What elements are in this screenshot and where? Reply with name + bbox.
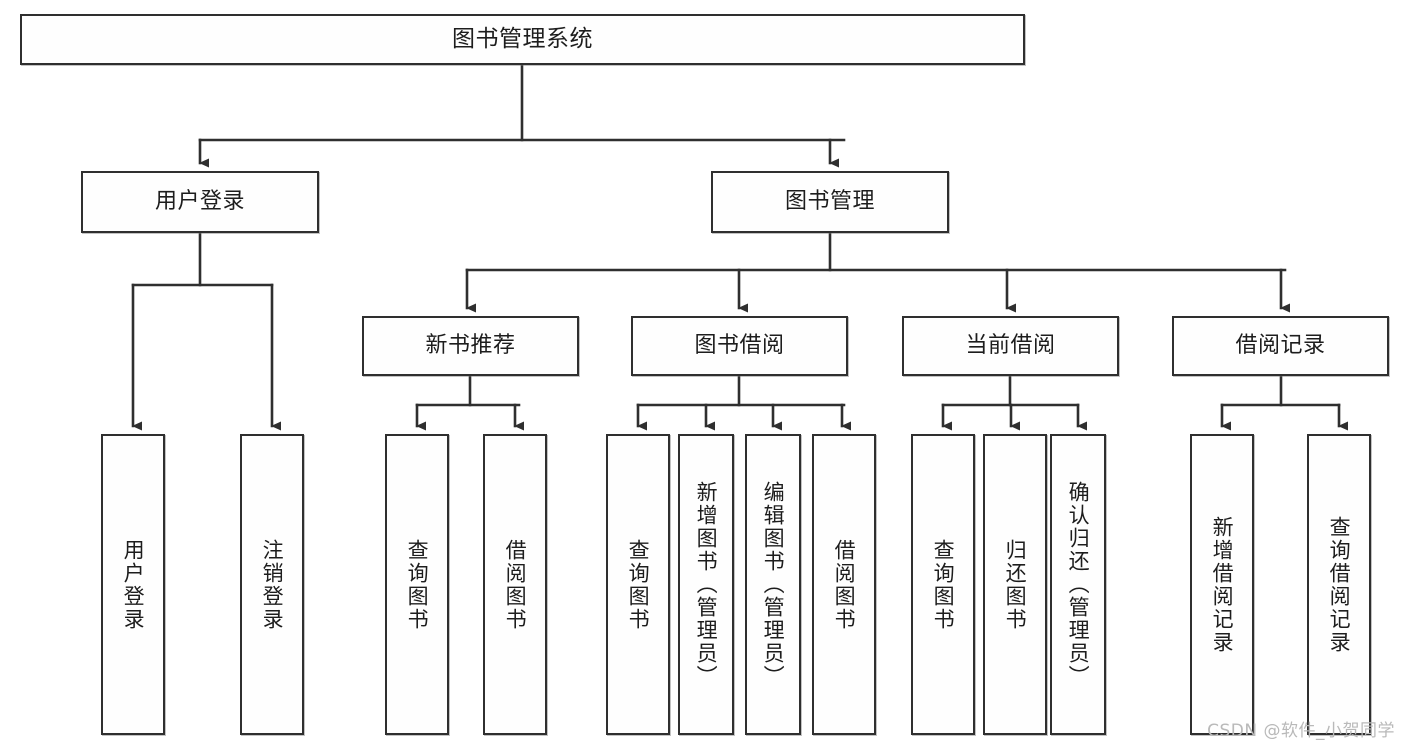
node-leaf-logout-login[interactable]: 注销登录	[240, 434, 304, 735]
node-leaf-borrow-book-borrow[interactable]: 借阅图书	[812, 434, 876, 735]
node-book-borrow[interactable]: 图书借阅	[631, 316, 848, 376]
node-leaf-user-login[interactable]: 用户登录	[101, 434, 165, 735]
node-leaf-query-book-borrow[interactable]: 查询图书	[606, 434, 670, 735]
node-book-borrow-label: 图书借阅	[694, 333, 785, 359]
node-leaf-query-book-recommend[interactable]: 查询图书	[385, 434, 449, 735]
node-leaf-user-login-label: 用户登录	[121, 538, 146, 631]
node-current-borrow-label: 当前借阅	[965, 333, 1056, 359]
node-leaf-borrow-book-recommend[interactable]: 借阅图书	[483, 434, 547, 735]
node-leaf-add-borrow-record[interactable]: 新增借阅记录	[1190, 434, 1254, 735]
node-leaf-add-book-admin-label: 新增图书（管理员）	[694, 481, 719, 688]
node-leaf-query-book-current[interactable]: 查询图书	[911, 434, 975, 735]
node-leaf-borrow-book-recommend-label: 借阅图书	[503, 538, 528, 631]
node-leaf-return-book[interactable]: 归还图书	[983, 434, 1047, 735]
node-leaf-edit-book-admin[interactable]: 编辑图书（管理员）	[745, 434, 801, 735]
node-leaf-confirm-return-admin-label: 确认归还（管理员）	[1066, 481, 1091, 688]
node-book-management-label: 图书管理	[784, 189, 875, 215]
node-leaf-add-book-admin[interactable]: 新增图书（管理员）	[678, 434, 734, 735]
node-leaf-query-book-borrow-label: 查询图书	[626, 538, 651, 631]
watermark-text: CSDN @软件_小贺同学	[1207, 721, 1395, 741]
node-root-label: 图书管理系统	[452, 25, 593, 52]
node-leaf-query-book-current-label: 查询图书	[931, 538, 956, 631]
node-leaf-query-book-recommend-label: 查询图书	[405, 538, 430, 631]
node-new-book-recommend[interactable]: 新书推荐	[362, 316, 579, 376]
node-new-book-recommend-label: 新书推荐	[425, 333, 516, 359]
node-leaf-logout-login-label: 注销登录	[260, 538, 285, 631]
node-leaf-edit-book-admin-label: 编辑图书（管理员）	[761, 481, 786, 688]
node-leaf-query-borrow-record[interactable]: 查询借阅记录	[1307, 434, 1371, 735]
node-user-login-label: 用户登录	[154, 189, 245, 215]
node-borrow-record[interactable]: 借阅记录	[1172, 316, 1389, 376]
node-leaf-return-book-label: 归还图书	[1003, 538, 1028, 631]
node-root-book-management-system[interactable]: 图书管理系统	[20, 14, 1025, 65]
node-leaf-confirm-return-admin[interactable]: 确认归还（管理员）	[1050, 434, 1106, 735]
node-leaf-borrow-book-borrow-label: 借阅图书	[832, 538, 857, 631]
node-leaf-add-borrow-record-label: 新增借阅记录	[1210, 515, 1235, 654]
node-borrow-record-label: 借阅记录	[1235, 333, 1326, 359]
node-book-management[interactable]: 图书管理	[711, 171, 949, 233]
node-user-login[interactable]: 用户登录	[81, 171, 319, 233]
node-current-borrow[interactable]: 当前借阅	[902, 316, 1119, 376]
node-leaf-query-borrow-record-label: 查询借阅记录	[1327, 515, 1352, 654]
